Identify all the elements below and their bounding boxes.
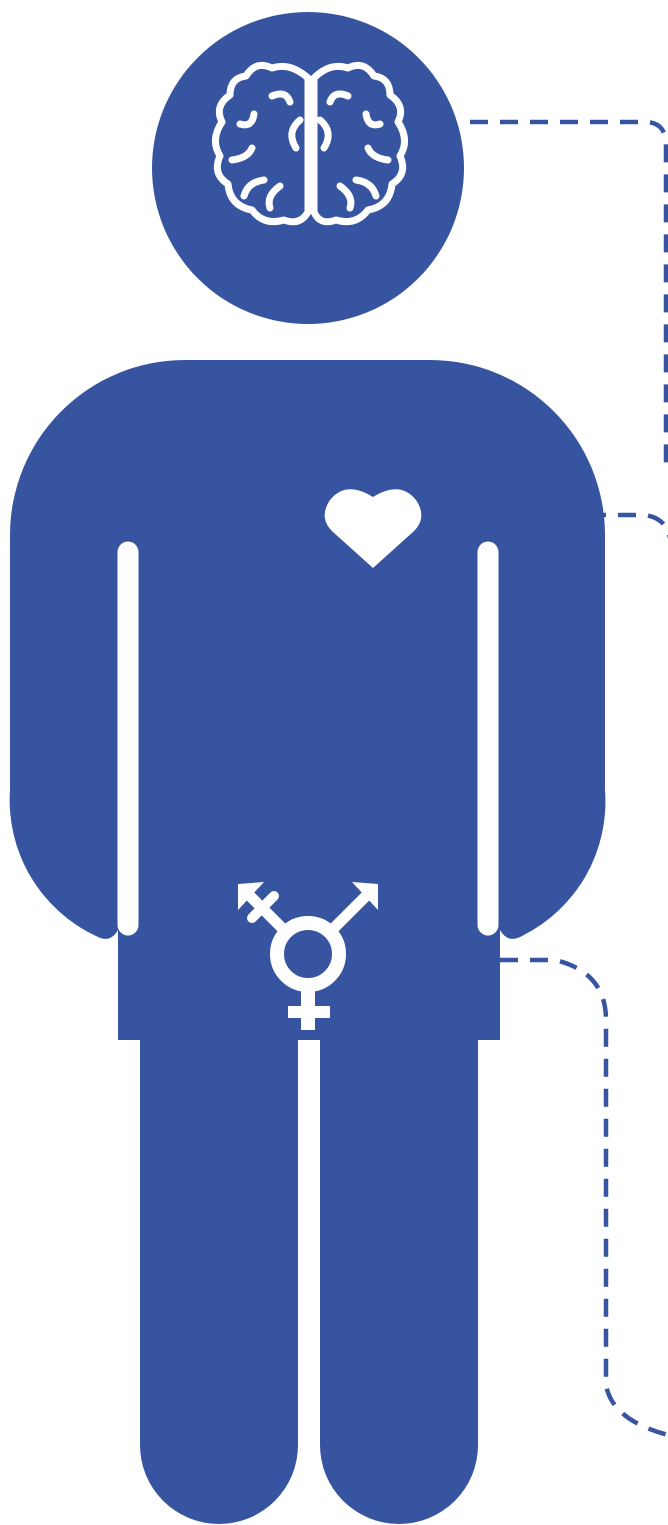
torso-shape <box>10 360 606 1040</box>
left-leg <box>140 1000 298 1524</box>
right-leg <box>320 1000 478 1524</box>
leg-divider <box>298 1055 320 1455</box>
